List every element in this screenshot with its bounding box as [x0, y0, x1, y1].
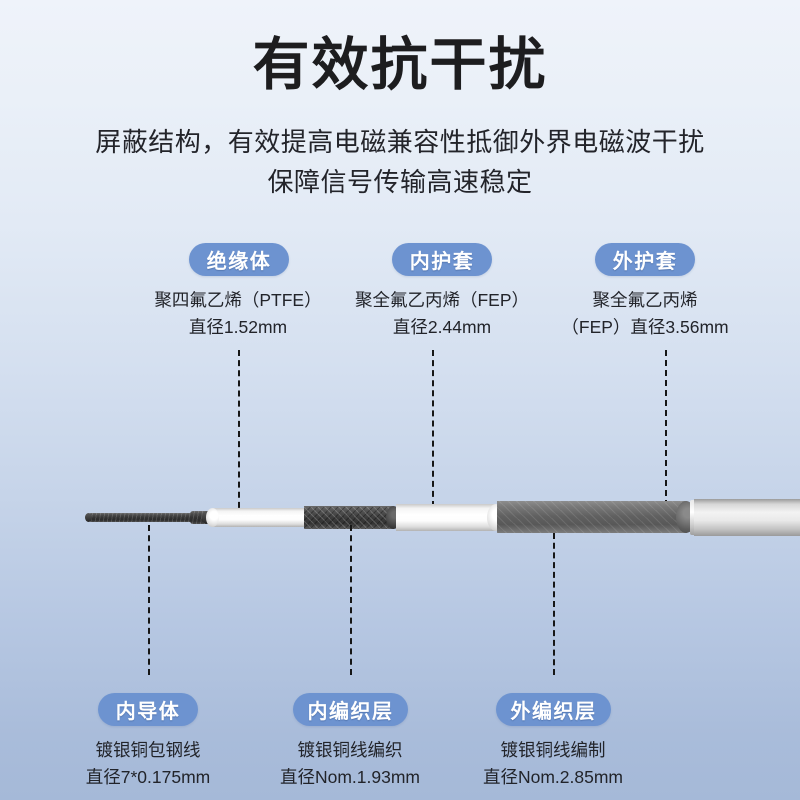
callout-badge-insulation[interactable]: 绝缘体 [189, 243, 289, 276]
callout-caption-inner-conductor: 镀银铜包钢线 直径7*0.175mm [28, 737, 268, 791]
caption-line-2: 直径1.52mm [188, 317, 288, 337]
cable-layer-inner-braid [304, 506, 394, 529]
caption-line-2: 直径Nom.2.85mm [482, 767, 624, 787]
caption-line-1: 镀银铜线编织 [297, 740, 403, 760]
callout-badge-outer-jacket[interactable]: 外护套 [595, 243, 695, 276]
cable-layer-fep-outer-jacket [694, 499, 800, 536]
cable-layer-ptfe-insulation [212, 508, 306, 527]
cable-layer-outer-braid [497, 501, 687, 533]
leader-line-insulation [238, 350, 240, 518]
caption-line-2: 直径7*0.175mm [85, 767, 211, 787]
callout-badge-inner-conductor[interactable]: 内导体 [98, 693, 198, 726]
leader-line-inner-jacket [432, 350, 434, 517]
subtitle-line-1: 屏蔽结构，有效提高电磁兼容性抵御外界电磁波干扰 [95, 127, 705, 157]
caption-line-1: 聚全氟乙丙烯 [592, 290, 698, 310]
callout-badge-outer-braid[interactable]: 外编织层 [496, 693, 611, 726]
page-subtitle: 屏蔽结构，有效提高电磁兼容性抵御外界电磁波干扰 保障信号传输高速稳定 [0, 122, 800, 202]
caption-line-1: 镀银铜线编制 [500, 740, 606, 760]
caption-line-2: 直径2.44mm [392, 317, 492, 337]
cable-layer-inner-conductor [88, 513, 198, 522]
caption-line-1: 聚全氟乙丙烯（FEP） [354, 290, 530, 310]
leader-line-inner-conductor [148, 525, 150, 675]
callout-caption-outer-braid: 镀银铜线编制 直径Nom.2.85mm [433, 737, 673, 791]
leader-line-outer-jacket [665, 350, 667, 516]
callout-badge-inner-braid[interactable]: 内编织层 [293, 693, 408, 726]
caption-line-2: （FEP）直径3.56mm [561, 317, 729, 337]
caption-line-1: 镀银铜包钢线 [95, 740, 201, 760]
leader-line-inner-braid [350, 525, 352, 675]
callout-caption-inner-jacket: 聚全氟乙丙烯（FEP） 直径2.44mm [302, 287, 582, 341]
caption-line-2: 直径Nom.1.93mm [279, 767, 421, 787]
callout-caption-insulation: 聚四氟乙烯（PTFE） 直径1.52mm [98, 287, 378, 341]
cable-layer-fep-inner-jacket [396, 504, 496, 531]
page-title: 有效抗干扰 [252, 33, 548, 97]
caption-line-1: 聚四氟乙烯（PTFE） [154, 290, 322, 310]
cable-ptfe-left-cap [206, 508, 219, 527]
cable-tip-left-cap [85, 513, 92, 522]
callout-caption-outer-jacket: 聚全氟乙丙烯 （FEP）直径3.56mm [525, 287, 765, 341]
callout-badge-inner-jacket[interactable]: 内护套 [392, 243, 492, 276]
subtitle-line-2: 保障信号传输高速稳定 [267, 167, 533, 197]
callout-caption-inner-braid: 镀银铜线编织 直径Nom.1.93mm [230, 737, 470, 791]
leader-line-outer-braid [553, 533, 555, 675]
